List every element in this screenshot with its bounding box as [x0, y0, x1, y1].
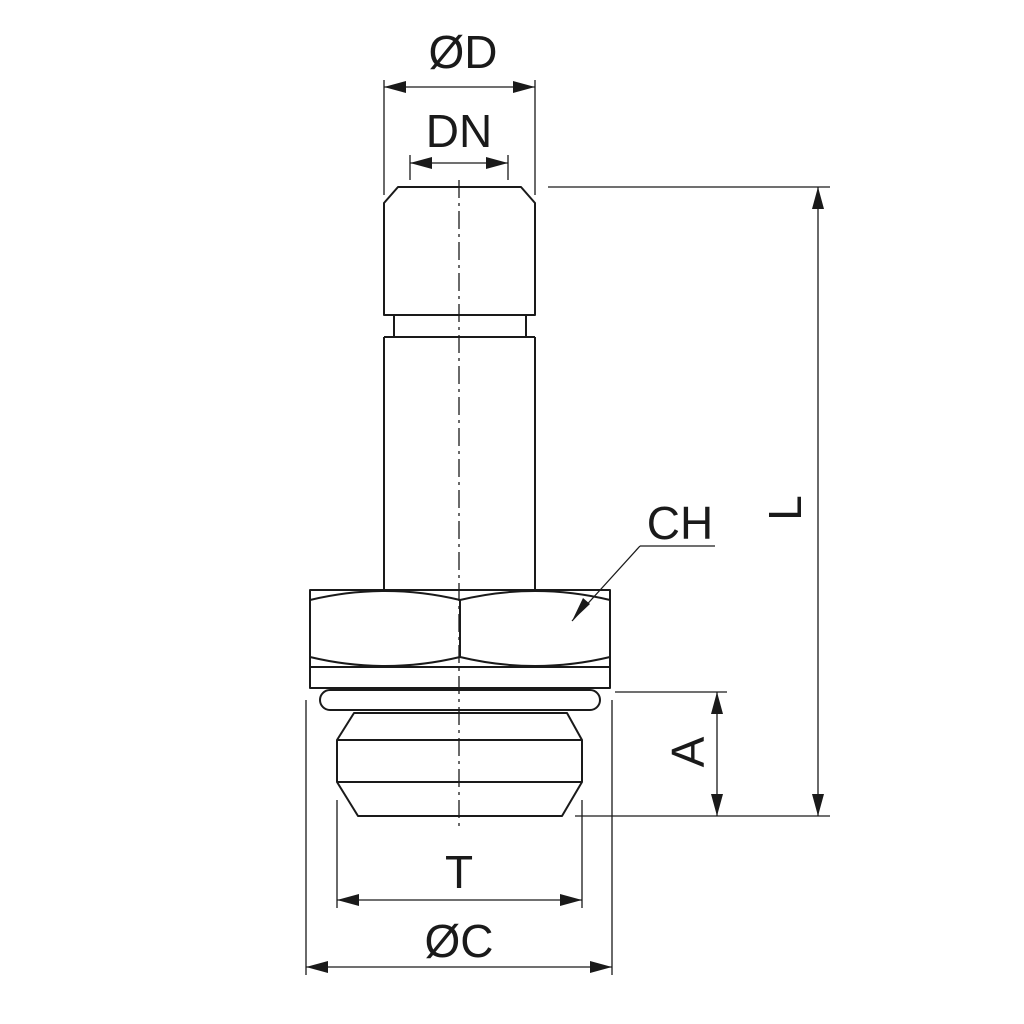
collar: [309, 667, 611, 689]
label-ch: CH: [647, 497, 713, 549]
dimension-t: T: [336, 800, 583, 908]
dimension-l: L: [548, 186, 830, 817]
hex-nut: [309, 589, 611, 668]
dimension-ch: CH: [571, 497, 715, 622]
tube-groove: [393, 315, 527, 338]
dimension-dn: DN: [409, 105, 509, 180]
dimension-a: A: [615, 691, 727, 816]
sealing-washer: [319, 689, 601, 711]
label-a: A: [662, 736, 714, 767]
tube-head: [383, 186, 536, 316]
label-l: L: [759, 495, 811, 521]
label-oc: ØC: [425, 915, 494, 967]
dimension-od: ØD: [383, 26, 536, 195]
label-t: T: [445, 846, 473, 898]
label-od: ØD: [429, 26, 498, 78]
dimension-oc: ØC: [305, 700, 613, 975]
label-dn: DN: [426, 105, 492, 157]
fitting-body: [309, 180, 611, 830]
